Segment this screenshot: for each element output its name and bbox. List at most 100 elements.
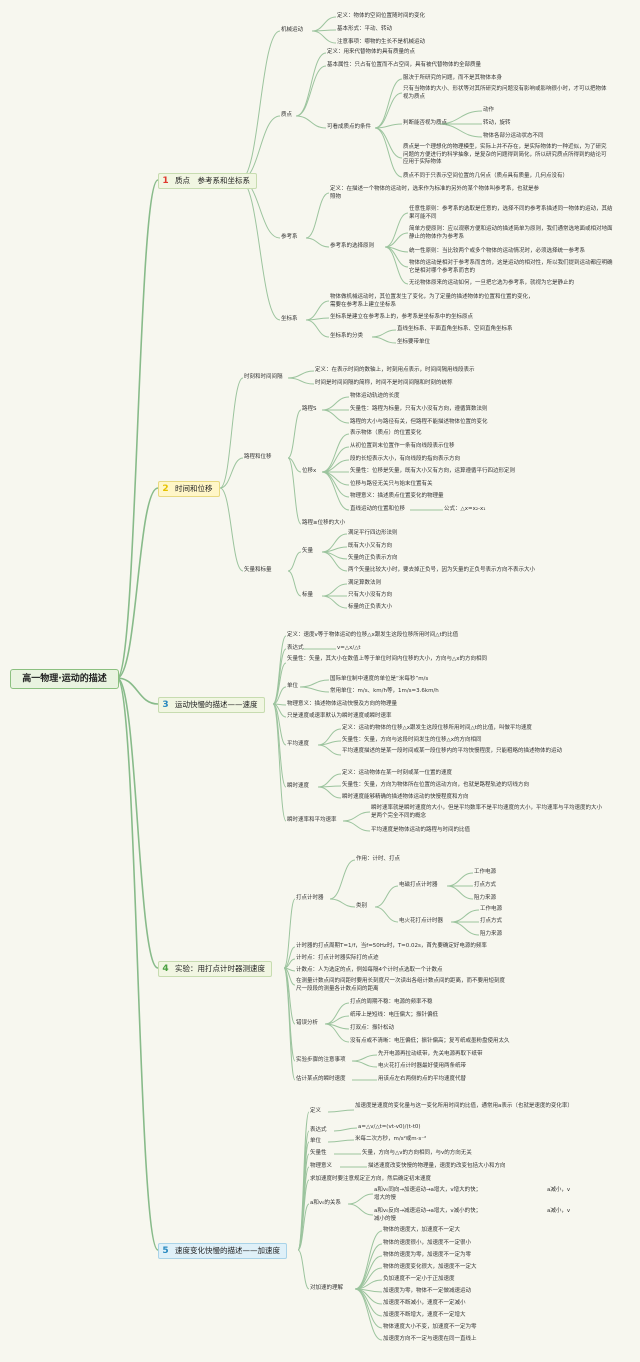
node-leaf[interactable]: 工作电源 [480, 906, 503, 912]
node-spark-timer[interactable]: 电火花打点计时器 [399, 918, 444, 924]
node-leaf[interactable]: 坐标系是建立在参考系上的，参考系是坐标系中的坐标原点 [330, 314, 474, 320]
node-leaf[interactable]: 公式：△x=x₂-x₁ [444, 506, 486, 512]
node-particle[interactable]: 质点 [281, 112, 293, 118]
node-leaf[interactable]: 平均速度描述的是某一段时间或某一段位移内的平均快慢程度，只能粗略的描述物体的运动 [342, 748, 563, 754]
node-unit[interactable]: 单位 [310, 1138, 322, 1144]
node-leaf[interactable]: 计数点：人为选定的点，例如每隔4个计时点选取一个计数点 [296, 967, 443, 973]
node-vector[interactable]: 矢量 [302, 548, 314, 554]
node-leaf[interactable]: 加速度是速度的变化量与这一变化所用时间的比值，通常用a表示（也就是速度的变化率） [355, 1103, 573, 1109]
node-leaf[interactable]: 矢量，方向与△v的方向相同，与v的方向无关 [362, 1150, 472, 1156]
node-speed[interactable]: 瞬时速率和平均速率 [287, 817, 337, 823]
node-leaf[interactable]: 转动，旋转 [483, 120, 511, 126]
node-leaf[interactable]: 简单方便原则：应以观察方便和运动的描述简单为原则，我们通常选地面或相对地面静止的… [409, 226, 613, 240]
node-coordinate-system[interactable]: 坐标系 [281, 316, 298, 322]
node-coordinate-types[interactable]: 坐标系的分类 [330, 333, 364, 339]
node-leaf[interactable]: 满足算数法则 [348, 580, 382, 586]
node-leaf[interactable]: 加速度方向不一定与速度在同一直线上 [383, 1336, 477, 1342]
node-vector-scalar[interactable]: 矢量和标量 [244, 567, 272, 573]
node-leaf[interactable]: 阻力来源 [474, 895, 497, 901]
node-leaf[interactable]: 作用：计时、打点 [356, 856, 401, 862]
node-leaf[interactable]: 负加速度不一定小于正加速度 [383, 1276, 455, 1282]
node-displacement[interactable]: 位移x [302, 468, 317, 474]
node-leaf[interactable]: 定义：物体的空间位置随时间的变化 [337, 13, 426, 19]
node-leaf[interactable]: 电火花打点计时器最好使用两条纸带 [378, 1063, 467, 1069]
node-leaf[interactable]: 加速度不断减小，速度不一定减小 [383, 1300, 466, 1306]
node-leaf[interactable]: 瞬时速度能够精确的描述物体运动的快慢程度和方向 [342, 794, 469, 800]
node-leaf[interactable]: 物体的速度大，加速度不一定大 [383, 1227, 461, 1233]
node-leaf[interactable]: 平均速度是物体运动的路程与时间的比值 [371, 827, 471, 833]
node-frame-principles[interactable]: 参考系的选择原则 [330, 243, 375, 249]
node-leaf[interactable]: 米每二次方秒，m/s²或m·s⁻² [355, 1136, 427, 1142]
node-leaf[interactable]: 纸带上是短线：电压偏大；振针偏低 [350, 1012, 439, 1018]
node-leaf[interactable]: 打点方式 [480, 918, 503, 924]
node-leaf[interactable]: 质点不同于只表示空间位置的几何点（质点具有质量，几何点没有） [403, 173, 569, 179]
node-unit[interactable]: 单位 [287, 683, 299, 689]
node-instant-velocity[interactable]: 瞬时速度 [287, 783, 310, 789]
node-leaf[interactable]: 物理意义：描述质点位置变化的物理量 [350, 493, 444, 499]
root-node[interactable]: 高一物理·运动的描述 [10, 669, 119, 689]
node-leaf[interactable]: 定义：速度v等于物体运动的位移△x跟发生这段位移所用时间△t的比值 [287, 632, 459, 638]
node-leaf[interactable]: 先开电源再拉动纸带，先关电源再取下纸带 [378, 1051, 483, 1057]
node-leaf[interactable]: 定义：在表示时间的数轴上，时刻用点表示，时间间隔用线段表示 [315, 367, 475, 373]
node-meaning[interactable]: 物理意义 [310, 1163, 333, 1169]
node-leaf[interactable]: 物体的速度很小，加速度不一定很小 [383, 1240, 472, 1246]
node-leaf[interactable]: 物体各部分运动状态不同 [483, 133, 544, 139]
node-leaf[interactable]: 加速度不断增大，速度不一定增大 [383, 1312, 466, 1318]
node-leaf[interactable]: 打点的周期不稳：电源的频率不稳 [350, 999, 433, 1005]
node-leaf[interactable]: 计时点：打点计时器实际打的点迹 [296, 955, 379, 961]
node-reference-frame[interactable]: 参考系 [281, 234, 298, 240]
node-leaf[interactable]: 物体做机械运动时，其位置发生了变化，为了定量的描述物体的位置和位置的变化，需要在… [330, 294, 534, 308]
node-leaf[interactable]: 常用单位：m/s、km/h等，1m/s=3.6km/h [330, 688, 439, 694]
node-types[interactable]: 类别 [356, 903, 368, 909]
node-leaf[interactable]: a和v₀反向→减速运动→a增大，v减小的快； [374, 1208, 482, 1214]
node-a-v0[interactable]: a和v₀的关系 [310, 1200, 341, 1206]
node-leaf[interactable]: 矢量性：矢量，其大小在数值上等于单位时间内位移的大小，方向与△x的方向相同 [287, 656, 487, 662]
node-leaf[interactable]: a减小，v增大的慢 [374, 1187, 571, 1201]
node-path-displacement[interactable]: 路程和位移 [244, 454, 272, 460]
node-leaf[interactable]: 定义：用来代替物体的具有质量的点 [327, 49, 416, 55]
node-leaf[interactable]: 矢量性：路程为标量，只有大小没有方向，遵循算数法则 [350, 406, 488, 412]
node-leaf[interactable]: 在测量计数点间的间距时要用长刻度尺一次读出各组计数点间的距离，而不要用短刻度尺一… [296, 978, 506, 992]
node-steps[interactable]: 实验步骤的注意事项 [296, 1057, 346, 1063]
node-leaf[interactable]: v=△x/△t [337, 645, 361, 651]
node-leaf[interactable]: 只是速度或速率默认为瞬时速度或瞬时速率 [287, 713, 392, 719]
node-understanding[interactable]: 对加速的理解 [310, 1285, 344, 1291]
node-leaf[interactable]: 国际单位制中速度的单位是“米每秒”m/s [330, 676, 429, 682]
node-leaf[interactable]: 从初位置到末位置作一条有向线段表示位移 [350, 443, 455, 449]
node-leaf[interactable]: 位移与路径无关只与始末位置有关 [350, 481, 433, 487]
node-leaf[interactable]: 任意性原则：参考系的选取是任意的，选择不同的参考系描述同一物体的运动，其结果可能… [409, 206, 613, 220]
node-leaf[interactable]: 时间是时间间隔的简称，时间不是时间间隔和时刻的统称 [315, 380, 453, 386]
node-leaf[interactable]: 质点是一个理想化的物理模型，实际上并不存在，是实际物体的一种近似，为了研究问题的… [403, 144, 607, 165]
node-leaf[interactable]: 只有当物体的大小、形状等对其所研究的问题没有影响或影响很小时，才可以把物体视为质… [403, 86, 607, 100]
node-leaf[interactable]: a和v₀同向→加速运动→a增大，v增大的快； [374, 1187, 482, 1193]
node-leaf[interactable]: 直线坐标系、平面直角坐标系、空间直角坐标系 [397, 326, 513, 332]
node-leaf[interactable]: 矢量性：矢量，方向为物体所在位置的运动方向，也就是路程轨迹的切线方向 [342, 782, 530, 788]
node-leaf[interactable]: 表示物体（质点）的位置变化 [350, 430, 422, 436]
node-leaf[interactable]: 物理意义：描述物体运动快慢及方向的物理量 [287, 701, 398, 707]
node-average-velocity[interactable]: 平均速度 [287, 741, 310, 747]
node-leaf[interactable]: 物体运动轨迹的长度 [350, 393, 400, 399]
node-leaf[interactable]: 注意事项：哪物的生长不是机械运动 [337, 39, 426, 45]
node-leaf[interactable]: 矢量的正负表示方向 [348, 555, 398, 561]
node-estimate[interactable]: 估计某点的瞬时速度 [296, 1076, 346, 1082]
node-leaf[interactable]: 物体的运动是相对于参考系而言的，这是运动的相对性，所以我们提到运动都应明确它是相… [409, 260, 613, 274]
node-leaf[interactable]: 两个矢量比较大小时，要去掉正负号，因为矢量的正负号表示方向不表示大小 [348, 567, 536, 573]
node-mechanical-motion[interactable]: 机械运动 [281, 27, 304, 33]
node-leaf[interactable]: 打双点：振针松动 [350, 1025, 395, 1031]
node-vector-property[interactable]: 矢量性 [310, 1150, 327, 1156]
node-expression[interactable]: 表达式 [310, 1127, 327, 1133]
node-leaf[interactable]: 既有大小又有方向 [348, 543, 393, 549]
node-leaf[interactable]: 坐标要带单位 [397, 339, 431, 345]
node-em-timer[interactable]: 电磁打点计时器 [399, 882, 438, 888]
node-particle-conditions[interactable]: 可看成质点的条件 [327, 124, 372, 130]
node-path[interactable]: 路程S [302, 406, 317, 412]
node-leaf[interactable]: 统一性原则：当比较两个或多个物体的运动情况时，必须选择统一参考系 [409, 248, 586, 254]
node-leaf[interactable]: 定义：在描述一个物体的运动时，选来作为标准的另外的某个物体叫参考系，也就是参照物 [330, 186, 540, 200]
node-leaf[interactable]: 瞬时速率就是瞬时速度的大小，但是平均数率不是平均速度的大小，平均速率与平均速度的… [371, 805, 603, 819]
node-leaf[interactable]: 加速度为零，物体不一定做减速运动 [383, 1288, 472, 1294]
node-leaf[interactable]: 段的长短表示大小，有向线段的指向表示方向 [350, 456, 461, 462]
